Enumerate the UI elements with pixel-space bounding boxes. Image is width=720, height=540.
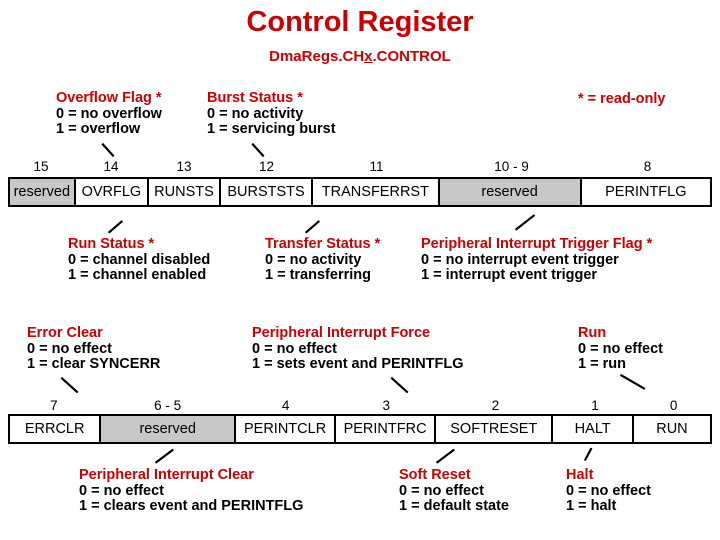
legend-halt: Halt 0 = no effect 1 = halt — [566, 467, 652, 515]
register-field-softreset-low-4: SOFTRESET — [436, 416, 554, 442]
bit-number-low-0: 7 — [50, 398, 58, 413]
register-field-reserved-low-1: reserved — [101, 416, 237, 442]
legend-soft-reset: Soft Reset 0 = no effect 1 = default sta… — [399, 467, 509, 515]
legend-burst-status: Burst Status * 0 = no activity 1 = servi… — [207, 90, 336, 138]
legend-peripheral-interrupt-trigger-flag-title: Peripheral Interrupt Trigger Flag * — [421, 236, 653, 252]
legend-soft-reset-title: Soft Reset — [399, 467, 471, 483]
subtitle-suffix: .CONTROL — [372, 48, 451, 65]
register-field-ovrflg-high-1: OVRFLG — [75, 179, 150, 205]
page-title: Control Register — [246, 6, 474, 38]
legend-run-status-title: Run Status * — [68, 236, 155, 252]
bit-number-high-6: 8 — [643, 159, 652, 174]
bit-number-high-5: 10 - 9 — [494, 159, 529, 174]
bit-number-high-3: 12 — [258, 159, 275, 174]
legend-peripheral-interrupt-trigger-flag-line-1: 1 = interrupt event trigger — [421, 267, 598, 283]
legend-overflow-flag-line-0: 0 = no overflow — [56, 105, 162, 122]
legend-burst-status-title: Burst Status * — [207, 90, 303, 106]
legend-halt-line-1: 1 = halt — [566, 498, 617, 514]
legend-transfer-status-line-0: 0 = no activity — [265, 251, 362, 268]
register-field-reserved-high-5: reserved — [439, 179, 582, 205]
subtitle-prefix: DmaRegs.CH — [269, 48, 365, 65]
legend-peripheral-interrupt-trigger-flag-line-0: 0 = no interrupt event trigger — [421, 251, 619, 268]
legend-error-clear: Error Clear 0 = no effect 1 = clear SYNC… — [27, 325, 161, 373]
page-subtitle: DmaRegs.CHx.CONTROL — [0, 48, 720, 65]
leader-line-soft-reset — [436, 448, 455, 464]
register-field-runsts-high-2: RUNSTS — [149, 179, 221, 205]
bit-number-low-1: 6 - 5 — [154, 398, 182, 413]
legend-run-line-0: 0 = no effect — [578, 340, 664, 357]
legend-peripheral-interrupt-trigger-flag: Peripheral Interrupt Trigger Flag * 0 = … — [421, 236, 653, 284]
register-field-perintflg-high-6: PERINTFLG — [581, 179, 710, 205]
bit-number-low-6: 0 — [669, 398, 678, 413]
bit-number-low-2: 4 — [281, 398, 290, 413]
subtitle-channel-variable: x — [364, 48, 373, 65]
bit-numbers-low: 7 6 - 5 4 3 2 1 0 — [8, 398, 712, 414]
legend-run-status-line-1: 1 = channel enabled — [68, 267, 207, 283]
legend-peripheral-interrupt-force-title: Peripheral Interrupt Force — [252, 325, 431, 341]
bit-number-low-4: 2 — [491, 398, 500, 413]
legend-overflow-flag-title: Overflow Flag * — [56, 90, 162, 106]
legend-burst-status-line-1: 1 = servicing burst — [207, 121, 336, 137]
register-field-burststs-high-3: BURSTSTS — [220, 179, 314, 205]
leader-line-transfer-status — [305, 220, 320, 234]
legend-halt-line-0: 0 = no effect — [566, 482, 652, 499]
leader-line-error-clear — [60, 377, 79, 394]
legend-burst-status-line-0: 0 = no activity — [207, 105, 304, 122]
leader-line-perint-trigger-flag — [515, 214, 536, 231]
legend-peripheral-interrupt-force-line-0: 0 = no effect — [252, 340, 338, 357]
bit-numbers-high: 15 14 13 12 11 10 - 9 8 — [8, 159, 712, 175]
legend-transfer-status-title: Transfer Status * — [265, 236, 381, 252]
legend-run-status-line-0: 0 = channel disabled — [68, 251, 211, 268]
bit-number-high-2: 13 — [176, 159, 192, 174]
register-field-transferrst-high-4: TRANSFERRST — [313, 179, 440, 205]
leader-line-run-status — [108, 220, 123, 234]
legend-peripheral-interrupt-force: Peripheral Interrupt Force 0 = no effect… — [252, 325, 464, 373]
bit-number-high-4: 11 — [369, 159, 384, 174]
read-only-note: * = read-only — [578, 91, 666, 107]
legend-error-clear-line-1: 1 = clear SYNCERR — [27, 356, 161, 372]
legend-error-clear-line-0: 0 = no effect — [27, 340, 113, 357]
leader-line-halt — [584, 447, 593, 461]
register-field-perintfrc-low-3: PERINTFRC — [336, 416, 437, 442]
legend-error-clear-title: Error Clear — [27, 325, 103, 341]
legend-transfer-status: Transfer Status * 0 = no activity 1 = tr… — [265, 236, 381, 284]
legend-overflow-flag: Overflow Flag * 0 = no overflow 1 = over… — [56, 90, 162, 138]
leader-line-peripheral-interrupt-clear — [155, 448, 174, 464]
bit-number-low-5: 1 — [591, 398, 599, 413]
bit-number-low-3: 3 — [382, 398, 390, 413]
leader-line-run — [620, 374, 646, 390]
legend-peripheral-interrupt-clear-title: Peripheral Interrupt Clear — [79, 467, 254, 483]
legend-transfer-status-line-1: 1 = transferring — [265, 267, 371, 283]
register-field-errclr-low-0: ERRCLR — [10, 416, 102, 442]
legend-overflow-flag-line-1: 1 = overflow — [56, 121, 141, 137]
legend-peripheral-interrupt-force-line-1: 1 = sets event and PERINTFLG — [252, 356, 464, 372]
legend-peripheral-interrupt-clear-line-0: 0 = no effect — [79, 482, 165, 499]
register-field-halt-low-5: HALT — [553, 416, 634, 442]
legend-peripheral-interrupt-clear-line-1: 1 = clears event and PERINTFLG — [79, 498, 304, 514]
leader-line-burst-status — [251, 143, 265, 157]
register-field-perintclr-low-2: PERINTCLR — [236, 416, 337, 442]
leader-line-peripheral-interrupt-force — [390, 377, 409, 394]
bit-number-high-1: 14 — [103, 159, 119, 174]
legend-run-status: Run Status * 0 = channel disabled 1 = ch… — [68, 236, 211, 284]
register-field-reserved-high-0: reserved — [10, 179, 76, 205]
legend-soft-reset-line-0: 0 = no effect — [399, 482, 485, 499]
legend-run-line-1: 1 = run — [578, 356, 626, 372]
legend-soft-reset-line-1: 1 = default state — [399, 498, 509, 514]
legend-halt-title: Halt — [566, 467, 594, 483]
legend-run-title: Run — [578, 325, 607, 341]
legend-run: Run 0 = no effect 1 = run — [578, 325, 664, 373]
leader-line-overflow-flag — [101, 143, 115, 157]
legend-peripheral-interrupt-clear: Peripheral Interrupt Clear 0 = no effect… — [79, 467, 304, 515]
bit-number-high-0: 15 — [33, 159, 49, 174]
register-field-run-low-6: RUN — [633, 416, 710, 442]
